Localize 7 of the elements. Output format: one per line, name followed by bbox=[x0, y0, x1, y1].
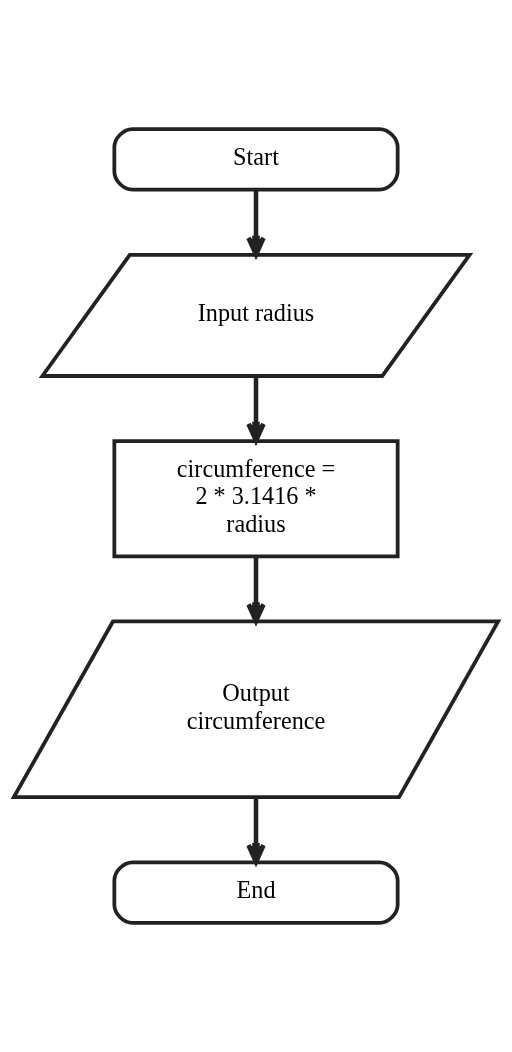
arrow bbox=[246, 556, 266, 624]
arrow bbox=[246, 376, 266, 444]
node-box: Start bbox=[112, 127, 400, 192]
node-box: End bbox=[112, 860, 400, 925]
arrow bbox=[246, 190, 266, 257]
arrow bbox=[246, 797, 266, 865]
node-box: circumference = 2 * 3.1416 * radius bbox=[112, 439, 400, 559]
